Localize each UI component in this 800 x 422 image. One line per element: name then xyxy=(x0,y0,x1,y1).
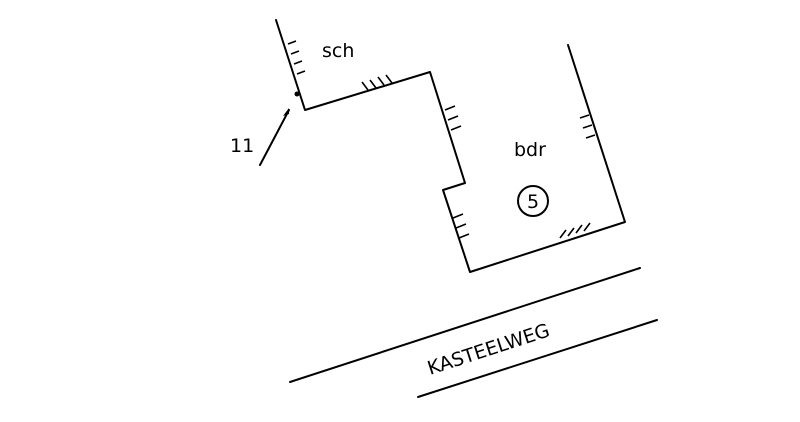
house-number: 5 xyxy=(527,191,539,213)
street-edge-south xyxy=(417,319,658,398)
building-outline xyxy=(275,19,626,273)
room-label-bdr: bdr xyxy=(514,139,546,161)
house-number-circle xyxy=(517,185,549,217)
street-edge-north xyxy=(289,267,641,383)
boundary-point xyxy=(294,91,300,97)
parcel-reference: 11 xyxy=(230,135,254,157)
wall-hatching xyxy=(287,40,596,239)
room-label-sch: sch xyxy=(322,40,354,62)
arrow-head-icon xyxy=(283,108,289,116)
street-name: KASTEELWEG xyxy=(425,320,553,380)
reference-arrow xyxy=(259,109,290,166)
